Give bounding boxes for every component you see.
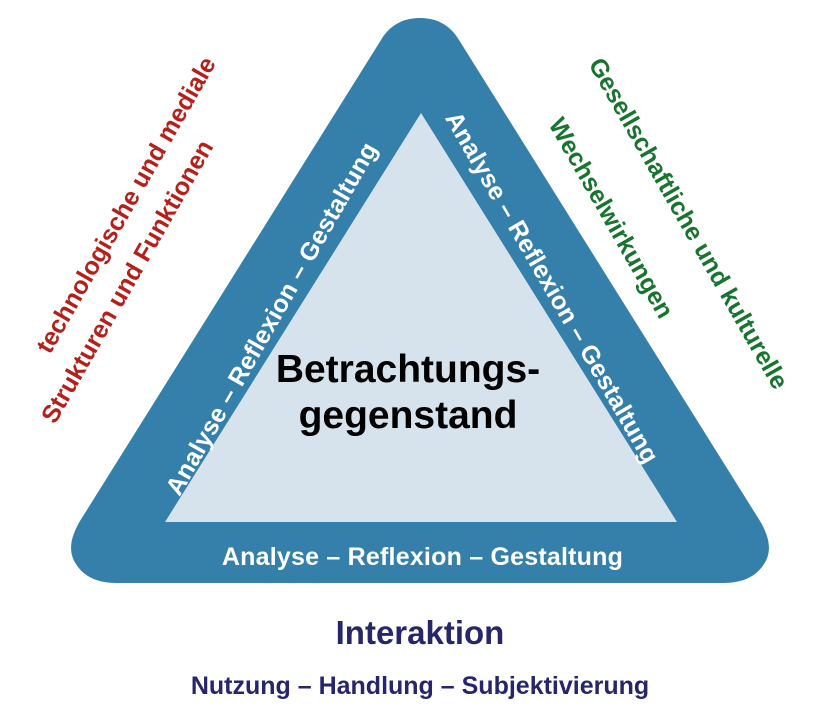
center-subject-line1: Betrachtungs- [276,348,540,391]
inner-triangle [165,113,677,522]
inner-triangle-shape [165,113,677,522]
edge-label-bottom-text: Analyse – Reflexion – Gestaltung [222,543,623,571]
center-subject-label: Betrachtungs- gegenstand [276,348,540,437]
footer-block: Interaktion Nutzung – Handlung – Subjekt… [191,614,649,700]
annotation-left-line1: technologische und mediale [31,52,222,358]
edge-label-bottom: Analyse – Reflexion – Gestaltung [222,543,623,571]
footer-title: Interaktion [336,614,505,651]
center-subject-line2: gegenstand [299,394,518,437]
footer-subtitle: Nutzung – Handlung – Subjektivierung [191,672,649,700]
